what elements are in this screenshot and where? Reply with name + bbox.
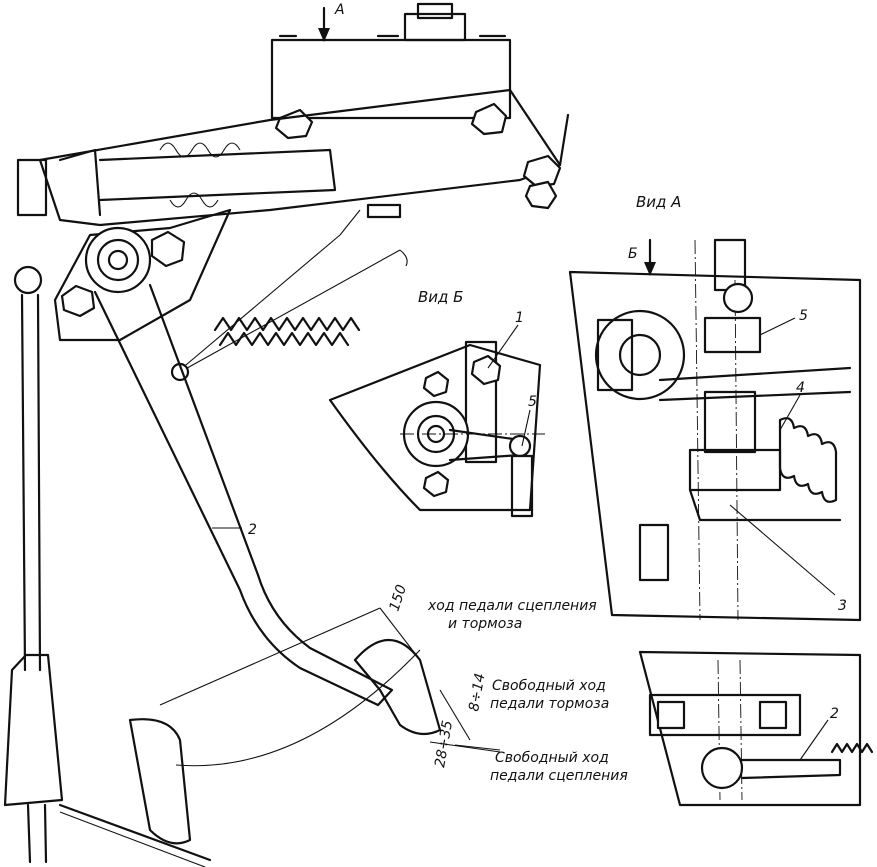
view-b-part-1-label: 1 bbox=[515, 310, 524, 326]
brake-free-label-line1: Свободный ход bbox=[492, 678, 606, 694]
travel-value: 150 bbox=[387, 583, 411, 613]
view-b-title: Вид Б bbox=[418, 288, 463, 306]
brake-free-play-dimension: 8÷14 Свободный ход педали тормоза bbox=[439, 672, 609, 751]
part-2-label: 2 bbox=[248, 522, 257, 538]
view-a-arrow: А bbox=[318, 2, 345, 42]
return-springs bbox=[170, 209, 408, 382]
pivot-nut-left bbox=[60, 284, 96, 318]
view-a-part-5-label: 5 bbox=[799, 308, 808, 324]
view-a-part-3-label: 3 bbox=[838, 598, 847, 614]
view-a-part-2-label: 2 bbox=[830, 706, 839, 722]
push-rod bbox=[3, 265, 212, 867]
master-cylinder-housing bbox=[270, 2, 512, 140]
brake-free-value: 8÷14 bbox=[466, 672, 488, 713]
main-assembly: А 2 150 ход педали сцепления и тормоза 8… bbox=[3, 2, 628, 867]
pedal-lever bbox=[93, 283, 442, 845]
travel-label-line2: и тормоза bbox=[448, 616, 522, 632]
view-b-detail: Вид Б 1 5 bbox=[328, 288, 545, 518]
bolt-head-left bbox=[274, 108, 314, 140]
clutch-free-label-line1: Свободный ход bbox=[495, 750, 609, 766]
view-b-part-5-label: 5 bbox=[528, 394, 537, 410]
travel-label-line1: ход педали сцепления bbox=[427, 598, 597, 614]
view-b-nut-top bbox=[422, 370, 450, 398]
pivot-nut-right bbox=[150, 230, 186, 268]
view-b-arrow-label: Б bbox=[628, 246, 638, 262]
clutch-free-play-dimension: 28÷35 Свободный ход педали сцепления bbox=[429, 719, 628, 784]
pedal-pivot bbox=[53, 208, 232, 342]
clutch-free-value: 28÷35 bbox=[432, 719, 456, 769]
view-a-title: Вид А bbox=[636, 193, 681, 211]
bolt-head-right bbox=[470, 102, 508, 136]
view-b-bolt-1 bbox=[470, 354, 502, 386]
view-a-arrow-label: А bbox=[334, 2, 345, 18]
clutch-free-label-line2: педали сцепления bbox=[490, 768, 628, 784]
bolt-head-bracket-right bbox=[522, 154, 562, 188]
view-b-nut-bottom bbox=[422, 470, 450, 498]
brake-free-label-line2: педали тормоза bbox=[490, 696, 609, 712]
view-a-detail: Вид А Б 4 5 3 bbox=[568, 193, 874, 807]
mounting-bracket bbox=[16, 88, 570, 227]
view-a-part-4-label: 4 bbox=[796, 380, 805, 396]
travel-dimension: 150 ход педали сцепления и тормоза bbox=[159, 583, 597, 767]
bolt-head-bracket-lower bbox=[524, 180, 558, 210]
